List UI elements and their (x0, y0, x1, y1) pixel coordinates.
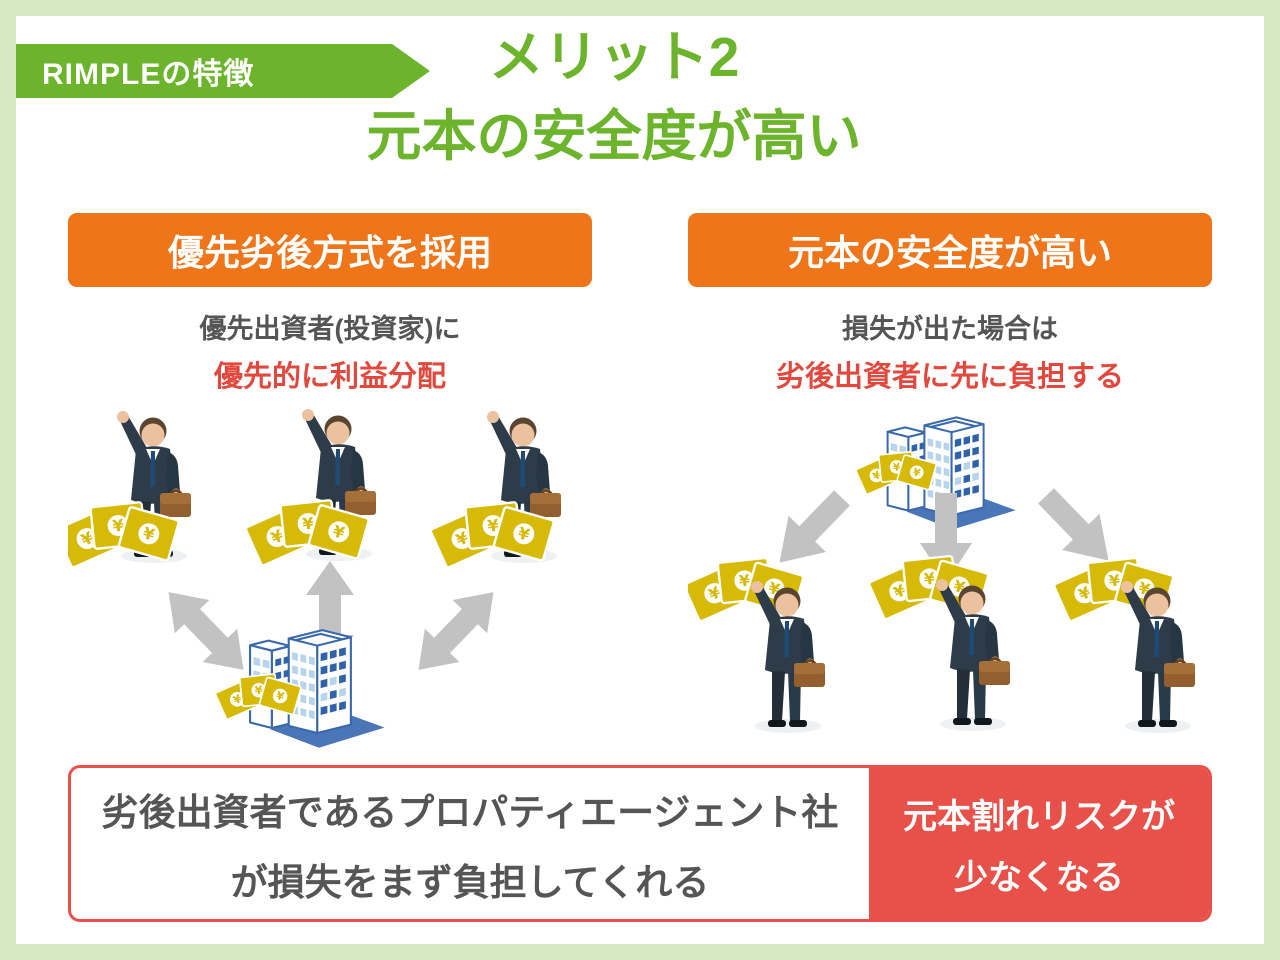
conclusion-highlight-line1: 元本割れリスクが (903, 797, 1175, 836)
feature-badge-label: RIMPLEの特徴 (42, 58, 255, 91)
right-panel-note-line2: 劣後出資者に先に負担する (775, 361, 1124, 393)
feature-badge: RIMPLEの特徴 (16, 44, 430, 98)
left-panel-header: 優先劣後方式を採用 (68, 213, 592, 287)
conclusion-highlight-line2: 少なくなる (954, 858, 1124, 897)
businessman-icon (749, 579, 827, 735)
conclusion-banner: 劣後出資者であるプロパティエージェント社 が損失をまず負担してくれる 元本割れリ… (68, 765, 1212, 922)
businessman-icon (934, 577, 1012, 733)
page-title-line1: メリット2 (488, 26, 740, 88)
businessman-icon (1119, 579, 1197, 735)
content-card: RIMPLEの特徴 メリット2 元本の安全度が高い 優先劣後方式を採用 優先出資… (16, 16, 1264, 944)
right-panel: 元本の安全度が高い 損失が出た場合は 劣後出資者に先に負担する (688, 213, 1212, 753)
right-panel-note-line1: 損失が出た場合は (842, 314, 1058, 344)
investors-to-company-illustration (68, 407, 563, 749)
page-title-line2: 元本の安全度が高い (366, 105, 862, 168)
right-panel-note: 損失が出た場合は 劣後出資者に先に負担する (688, 307, 1212, 395)
page-title: メリット2 元本の安全度が高い (0, 18, 1238, 176)
left-panel-note-line1: 優先出資者(投資家)に (199, 314, 461, 344)
down-arrow-icon (760, 479, 861, 581)
conclusion-highlight: 元本割れリスクが 少なくなる (869, 768, 1209, 919)
double-arrow-icon (401, 575, 511, 687)
left-panel-note-line2: 優先的に利益分配 (213, 361, 446, 393)
company-to-investors-illustration (688, 416, 1197, 735)
double-arrow-icon (151, 575, 261, 687)
conclusion-text: 劣後出資者であるプロパティエージェント社 が損失をまず負担してくれる (71, 768, 869, 919)
conclusion-text-line2: が損失をまず負担してくれる (230, 861, 710, 903)
left-panel-note: 優先出資者(投資家)に 優先的に利益分配 (68, 307, 592, 395)
conclusion-text-line1: 劣後出資者であるプロパティエージェント社 (101, 791, 839, 833)
right-panel-header: 元本の安全度が高い (688, 213, 1212, 287)
left-panel: 優先劣後方式を採用 優先出資者(投資家)に 優先的に利益分配 (68, 213, 592, 753)
